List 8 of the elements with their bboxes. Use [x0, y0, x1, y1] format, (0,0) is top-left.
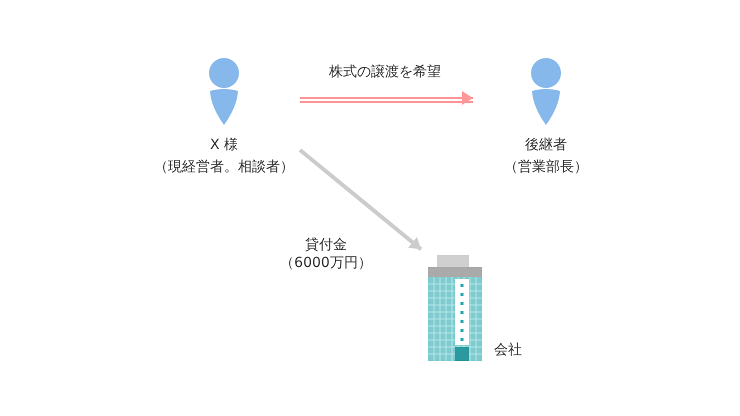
name-label: 後継者 [524, 136, 568, 154]
building-label: 会社 [492, 341, 524, 359]
role-label: （現経営者。相談者） [153, 158, 295, 176]
arrow [298, 148, 422, 251]
arrow [299, 91, 474, 105]
edge-label: 株式の譲渡を希望 [327, 63, 443, 81]
name-label: X 様 [208, 136, 240, 154]
role-label: （営業部長） [503, 158, 589, 176]
